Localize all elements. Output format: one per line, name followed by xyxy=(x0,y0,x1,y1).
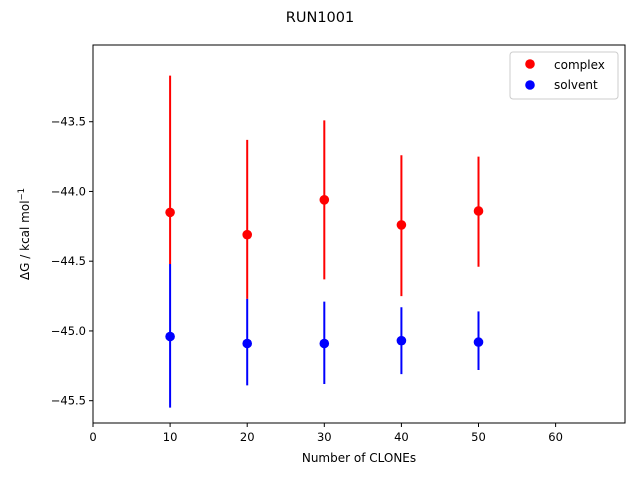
x-tick-label: 0 xyxy=(89,430,96,444)
y-tick-label: −45.0 xyxy=(51,324,86,338)
data-point-complex xyxy=(242,229,253,240)
legend-frame xyxy=(509,51,619,100)
y-axis-label: ΔG / kcal mol−1 xyxy=(17,188,32,280)
legend-label-complex: complex xyxy=(554,58,605,72)
x-axis-ticks: 0 10 20 30 40 50 60 xyxy=(89,423,563,444)
legend: complex solvent xyxy=(509,51,619,100)
x-tick-label: 60 xyxy=(548,430,563,444)
legend-marker-solvent xyxy=(525,80,535,90)
y-tick-label: −44.0 xyxy=(51,184,86,198)
legend-marker-complex xyxy=(525,59,535,69)
data-point-solvent xyxy=(319,338,330,349)
y-tick-label: −45.5 xyxy=(51,394,86,408)
data-point-solvent xyxy=(396,335,407,346)
x-tick-label: 50 xyxy=(471,430,486,444)
legend-label-solvent: solvent xyxy=(554,78,598,92)
y-tick-label: −43.5 xyxy=(51,115,86,129)
chart-title: RUN1001 xyxy=(286,10,354,26)
y-tick-label: −44.5 xyxy=(51,254,86,268)
x-axis-label: Number of CLONEs xyxy=(302,451,416,465)
x-tick-label: 10 xyxy=(163,430,178,444)
data-point-complex xyxy=(319,195,330,205)
data-point-solvent xyxy=(473,337,484,347)
y-axis-ticks: −45.5 −45.0 −44.5 −44.0 −43.5 xyxy=(51,115,93,408)
plot-frame xyxy=(92,44,626,424)
data-point-complex xyxy=(473,206,484,216)
data-point-complex xyxy=(396,220,407,230)
x-tick-label: 40 xyxy=(394,430,409,444)
y-axis-label-superscript: −1 xyxy=(17,188,27,201)
x-tick-label: 20 xyxy=(240,430,255,444)
data-point-solvent xyxy=(242,338,253,349)
marker-group xyxy=(165,195,484,349)
data-point-complex xyxy=(165,207,175,218)
errorbar-group xyxy=(169,75,480,408)
y-axis-label-main: ΔG / kcal mol xyxy=(18,200,32,280)
data-point-solvent xyxy=(165,331,175,342)
x-tick-label: 30 xyxy=(317,430,332,444)
